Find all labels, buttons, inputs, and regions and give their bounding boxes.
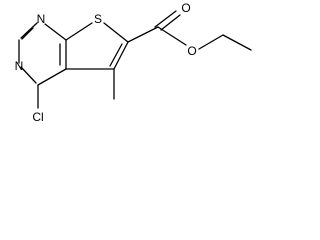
bond-carbonyl-c-o-ester: [157, 26, 187, 46]
bond-c6-c5-inner: [109, 43, 123, 67]
bond-c6-c5: [113, 41, 129, 70]
atom-label-n3: N: [15, 59, 24, 73]
bond-o-ester-ch2: [198, 34, 224, 50]
bond-n1-c2: [20, 22, 38, 39]
bond-c7a-n1: [44, 23, 67, 41]
bond-n3-c4: [20, 66, 37, 84]
bond-c4-c4a: [37, 68, 67, 86]
atom-label-n1: N: [37, 12, 46, 26]
atom-label-cl: Cl: [32, 110, 43, 124]
bond-n1-c2-inner: [21, 27, 34, 40]
bond-carbonyl-c-o-double-b: [160, 14, 181, 31]
atom-label-s: S: [94, 12, 102, 26]
bond-ch2-ch3: [222, 34, 252, 51]
atom-label-o-ester: O: [187, 44, 196, 58]
bond-c6-carbonyl-c: [127, 26, 159, 43]
molecule-drawing: N N S Cl O O: [15, 1, 252, 124]
structure-canvas: N N S Cl O O: [0, 0, 262, 138]
bond-c7a-s: [65, 22, 93, 41]
atom-label-o-carbonyl: O: [181, 1, 190, 15]
bond-carbonyl-c-o-double-a: [154, 10, 177, 28]
bond-s-c6: [103, 22, 129, 43]
